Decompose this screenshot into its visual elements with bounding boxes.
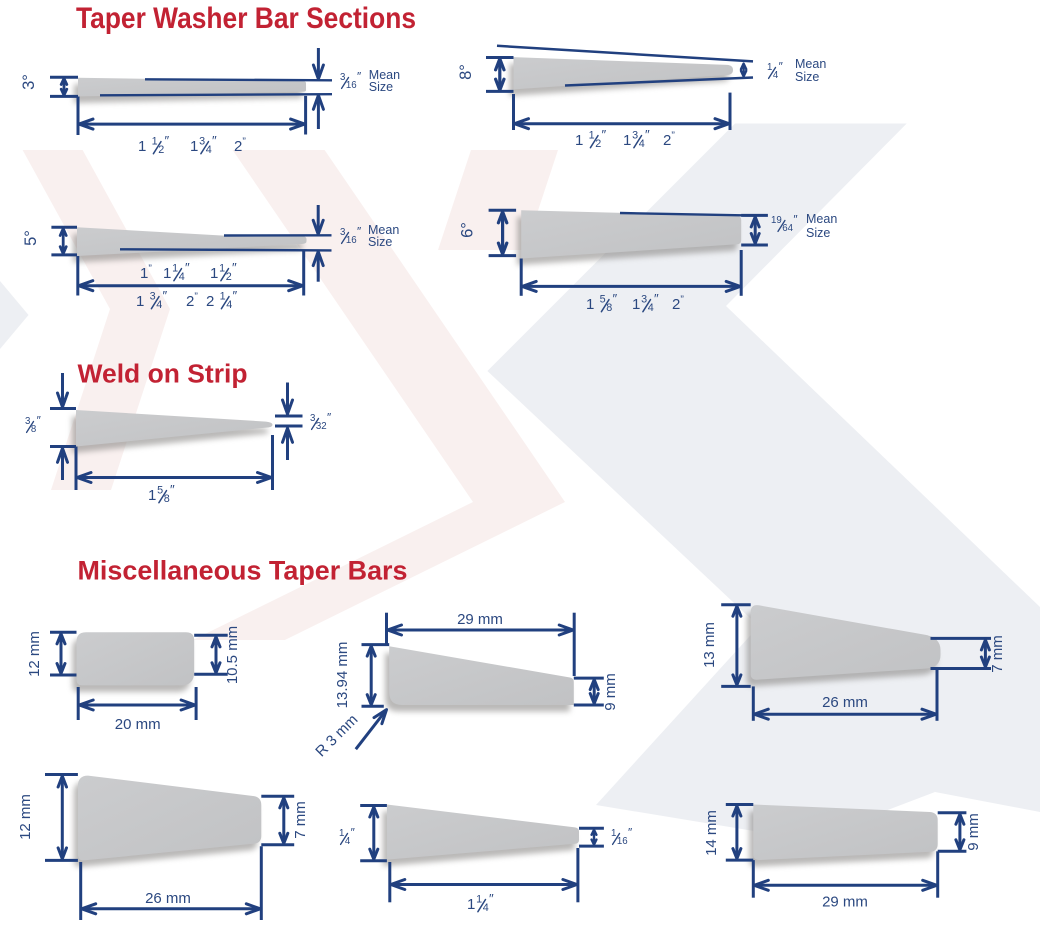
- svg-text:2”: 2”: [672, 294, 684, 313]
- svg-text:29 mm: 29 mm: [457, 611, 503, 628]
- svg-text:1 34″: 1 34″: [136, 288, 168, 311]
- svg-text:116″: 116″: [611, 826, 632, 847]
- svg-text:Weld on Strip: Weld on Strip: [78, 360, 248, 388]
- svg-text:Mean: Mean: [795, 57, 826, 71]
- svg-text:316″: 316″: [340, 70, 361, 91]
- svg-text:134″: 134″: [190, 133, 217, 156]
- svg-text:1964″: 1964″: [771, 213, 798, 234]
- svg-text:13.94 mm: 13.94 mm: [334, 642, 351, 709]
- svg-text:7 mm: 7 mm: [989, 635, 1006, 673]
- svg-text:Size: Size: [806, 226, 830, 240]
- svg-text:14″: 14″: [767, 60, 783, 81]
- svg-text:1”: 1”: [140, 263, 152, 282]
- svg-text:Taper Washer Bar Sections: Taper Washer Bar Sections: [76, 2, 416, 35]
- svg-text:1 12″: 1 12″: [138, 133, 170, 156]
- svg-text:14 mm: 14 mm: [703, 810, 720, 856]
- svg-text:Size: Size: [368, 235, 392, 249]
- svg-text:114″: 114″: [467, 891, 494, 914]
- svg-text:20 mm: 20 mm: [115, 716, 161, 733]
- svg-text:1 58″: 1 58″: [586, 291, 618, 314]
- svg-text:12 mm: 12 mm: [17, 794, 34, 840]
- svg-text:112″: 112″: [210, 260, 237, 283]
- svg-text:2”: 2”: [234, 136, 246, 155]
- svg-text:12 mm: 12 mm: [26, 631, 43, 677]
- svg-text:Mean: Mean: [369, 68, 400, 82]
- svg-text:29 mm: 29 mm: [822, 894, 868, 911]
- svg-text:Size: Size: [369, 80, 393, 94]
- svg-text:134″: 134″: [632, 291, 659, 314]
- svg-text:9 mm: 9 mm: [602, 673, 619, 711]
- svg-text:332″: 332″: [310, 411, 331, 432]
- svg-text:26 mm: 26 mm: [145, 890, 191, 907]
- svg-text:316″: 316″: [340, 225, 361, 246]
- svg-text:14″: 14″: [339, 826, 355, 847]
- svg-text:1 12″: 1 12″: [575, 127, 607, 150]
- svg-text:2 14″: 2 14″: [206, 288, 238, 311]
- svg-text:2”: 2”: [186, 291, 198, 310]
- svg-text:134″: 134″: [623, 127, 650, 150]
- svg-text:38″: 38″: [25, 414, 41, 435]
- svg-text:3°: 3°: [20, 74, 38, 90]
- svg-text:158″: 158″: [148, 482, 175, 505]
- svg-text:9 mm: 9 mm: [965, 813, 982, 851]
- svg-text:6°: 6°: [459, 222, 477, 238]
- svg-text:8°: 8°: [457, 64, 475, 80]
- svg-text:26 mm: 26 mm: [822, 694, 868, 711]
- svg-text:10.5 mm: 10.5 mm: [224, 626, 241, 684]
- svg-text:Mean: Mean: [806, 212, 837, 226]
- svg-text:13 mm: 13 mm: [701, 622, 718, 668]
- svg-text:Mean: Mean: [368, 223, 399, 237]
- svg-text:Size: Size: [795, 70, 819, 84]
- svg-text:Miscellaneous Taper Bars: Miscellaneous Taper Bars: [78, 555, 408, 585]
- svg-text:7 mm: 7 mm: [292, 801, 309, 839]
- svg-text:2”: 2”: [663, 130, 675, 149]
- svg-text:5°: 5°: [22, 230, 40, 246]
- svg-text:114″: 114″: [163, 260, 190, 283]
